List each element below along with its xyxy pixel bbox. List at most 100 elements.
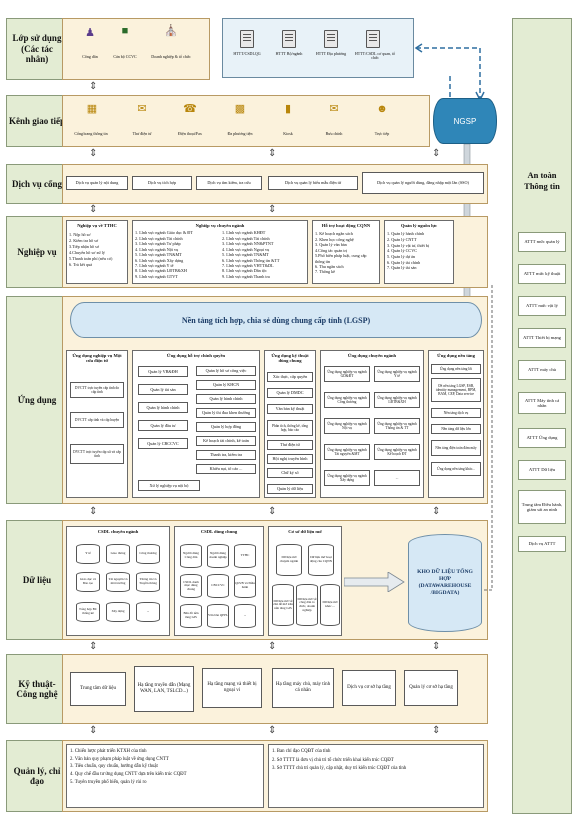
channel-label: Điện thoại/Fax <box>178 131 202 136</box>
server-icon <box>282 30 296 48</box>
app-item: Quản lý tài sản <box>138 384 188 395</box>
app-item: Nền tảng dịch vụ <box>431 408 481 418</box>
list-item: 5.Phổ biến pháp luật, cung cấp thông tin <box>315 253 367 264</box>
panel-title: Ứng dụng kỹ thuật dùng chung <box>271 353 309 364</box>
mgmt-policy-panel: 1. Chiến lược phát triển KTXH của tỉnh 2… <box>66 744 264 808</box>
list-item: 5. Tuyên truyền phổ biến, quản lý rủi ro <box>70 779 147 785</box>
tech-item: Hạ tầng mạng và thiết bị ngoại vi <box>202 668 262 708</box>
app-item: Quản lý KHCN <box>196 380 256 390</box>
kiosk-icon: ▮ <box>284 103 292 115</box>
database-icon: Người dùng doanh nghiệp <box>207 544 229 568</box>
up-down-arrow-icon: ⇕ <box>268 148 277 159</box>
app-item: Ứng dụng nền tảng khác... <box>431 462 481 476</box>
list-item: 3. Lĩnh vực ngành Tư pháp <box>135 241 181 247</box>
up-down-arrow-icon: ⇕ <box>432 506 441 517</box>
enterprise-icon: ⛪ <box>164 25 178 37</box>
up-down-arrow-icon: ⇕ <box>268 204 277 215</box>
panel-list: 1. Chiến lược phát triển KTXH của tỉnh 2… <box>70 748 260 786</box>
app-item: Phân tích, thống kê, tổng hợp, báo cáo <box>267 420 313 436</box>
panel-title: Nghiệp vụ chuyên ngành <box>195 223 245 228</box>
up-down-arrow-icon: ⇕ <box>432 148 441 159</box>
up-down-arrow-icon: ⇕ <box>89 81 98 92</box>
database-icon: Thông tin và Truyền thông <box>136 572 160 592</box>
list-item: 6. Quản lý tài chính <box>387 259 421 265</box>
dashed-link-line <box>484 284 493 591</box>
security-column <box>512 18 572 814</box>
tech-item: Trung tâm dữ liệu <box>70 672 126 706</box>
list-item: 4. Quy chế đầu tư ứng dụng CNTT dựa trên… <box>70 772 187 778</box>
list-item: 7. Quản lý tài sản <box>387 265 417 271</box>
channel-label: Kiosk <box>283 131 293 136</box>
up-down-arrow-icon: ⇕ <box>89 204 98 215</box>
list-item: 4.Chuyển hồ sơ xử lý <box>69 250 106 256</box>
panel-list: 1. Lĩnh vực ngành Giáo dục & ĐT 2. Lĩnh … <box>135 230 218 279</box>
list-item: 6. Thu ngân sách <box>315 264 344 269</box>
server-icon <box>366 30 380 48</box>
up-down-arrow-icon: ⇕ <box>268 725 277 736</box>
layer-business: Nghiệp vụ <box>6 216 68 288</box>
security-title: An toàn Thông tin <box>524 170 560 191</box>
list-item: 2. Khen học công nghệ <box>315 236 354 242</box>
list-item: 1. Nộp hồ sơ <box>69 232 91 238</box>
security-item: ATTT Dữ liệu <box>518 460 566 480</box>
security-item: ATTT máy chủ <box>518 360 566 380</box>
server-label: HTTT/CSDL cơ quan, tổ chức <box>354 51 396 61</box>
server-icon <box>324 30 338 48</box>
app-item: Ứng dụng nền tảng lõi <box>431 364 481 374</box>
web-portal-icon: ▦ <box>86 103 98 115</box>
phone-icon: ☎ <box>183 103 197 115</box>
list-item: 2. Sở TTTT là đơn vị chủ trì tổ chức tri… <box>272 757 394 763</box>
app-item: Nền tảng dữ liệu lớn <box>431 424 481 434</box>
list-item: 6. Lĩnh vực ngành Xây dựng <box>135 257 184 263</box>
database-icon: Giáo dục và Đào tạo <box>76 572 100 592</box>
citizen-icon: ♟ <box>85 27 95 39</box>
list-item: 2. Quản lý CNTT <box>387 236 417 242</box>
list-item: 2. Lĩnh vực ngành Tài chính <box>222 235 270 241</box>
panel-title: Hỗ trợ hoạt động CQNN <box>321 223 371 228</box>
app-item: Ứng dụng nghiệp vụ ngành Công thương <box>324 392 370 408</box>
layer-mgmt: Quản lý, chỉ đạo <box>6 740 68 812</box>
list-item: 2. Lĩnh vực ngành Tài chính <box>135 235 183 241</box>
panel-title: Ứng dụng nghiệp vụ Một cửa điện tử <box>72 353 122 364</box>
multimedia-icon: ▩ <box>234 103 246 115</box>
security-item: ATTT mức kỹ thuật <box>518 264 566 284</box>
database-icon: QLVB và Điều hành <box>234 574 256 598</box>
specialized-business-panel: Nghiệp vụ chuyên ngành 1. Lĩnh vực ngành… <box>132 220 308 284</box>
database-icon: ... <box>234 604 256 628</box>
channel-label: Bưu chính <box>325 131 343 136</box>
panel-title: Ứng dụng chuyên ngành <box>347 353 397 358</box>
app-item: Kế hoạch tài chính, kế toán <box>196 436 256 446</box>
app-item: Hội nghị truyền hình <box>267 454 313 464</box>
up-down-arrow-icon: ⇕ <box>268 641 277 652</box>
list-item: 5. Lĩnh vực ngành TN&MT <box>222 252 269 258</box>
panel-title: CSDL dùng chung <box>200 529 238 534</box>
security-item: Trung tâm Điều hành, giám sát an ninh <box>518 490 566 524</box>
up-down-arrow-icon: ⇕ <box>89 725 98 736</box>
list-item: 3. Lĩnh vực ngành NN&PTNT <box>222 241 274 247</box>
panel-list: 1. Quản lý hành chính 2. Quản lý CNTT 3.… <box>387 231 451 271</box>
resource-management-panel: Quản lý nguồn lực 1. Quản lý hành chính … <box>384 220 454 284</box>
app-item: Quản lý hành chính <box>138 402 188 413</box>
database-icon: Tổng hợp BC thống kê <box>76 602 100 622</box>
database-icon: Công thương <box>136 544 160 564</box>
app-item: Ứng dụng nghiệp vụ ngành GD&ĐT <box>324 366 370 382</box>
server-label: HTTT Bộ/ngành <box>275 51 303 56</box>
panel-list: 1. Lĩnh vực ngành KHĐT 2. Lĩnh vực ngành… <box>222 230 305 279</box>
panel-list: 1. Nộp hồ sơ 2. Kiểm tra hồ sơ 3.Tiếp nh… <box>69 232 125 268</box>
list-item: 2. Văn bản quy phạm pháp luật về ứng dụn… <box>70 756 169 762</box>
channel-label: Trực tiếp <box>374 131 390 136</box>
list-item: 4. Lĩnh vực ngành Nội vụ <box>135 246 179 252</box>
user-label: Cán bộ CCVC <box>113 54 137 59</box>
list-item: 9. Lĩnh vực ngành GTVT <box>135 273 178 279</box>
portal-service: Dịch vụ quản lý nội dung <box>66 176 128 190</box>
tech-item: Quản lý cơ sở hạ tầng <box>404 670 458 706</box>
app-item: Quản lý VB&ĐH <box>138 366 188 377</box>
panel-title: CSDL chuyên ngành <box>97 529 139 534</box>
security-item: ATTT mức quản lý <box>518 232 566 252</box>
list-item: 1. Lĩnh vực ngành Giáo dục & ĐT <box>135 230 193 236</box>
panel-title: Nghiệp vụ về TTHC <box>77 223 117 228</box>
list-item: 8. Lĩnh vực ngành LĐTB&XH <box>135 268 187 274</box>
app-item: Quản lý hành chính <box>196 394 256 404</box>
layer-apps: Ứng dụng <box>6 296 68 504</box>
list-item: 1. Lĩnh vực ngành KHĐT <box>222 230 266 236</box>
